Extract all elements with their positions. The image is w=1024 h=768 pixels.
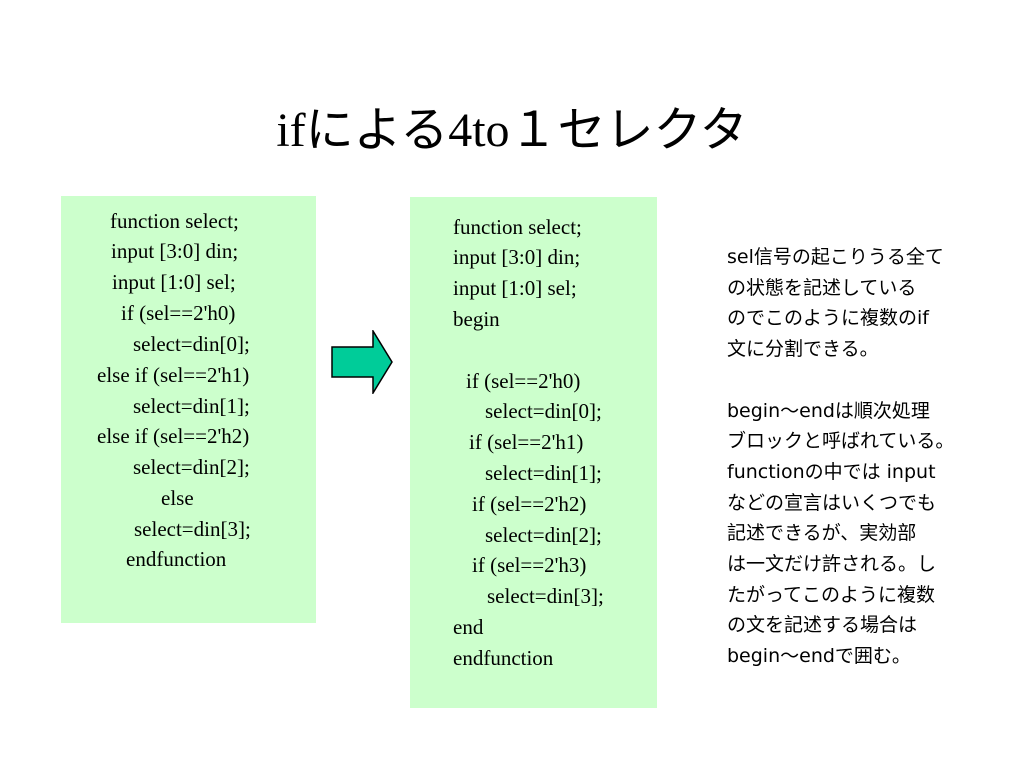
- code-line: select=din[2];: [485, 523, 602, 547]
- code-line: select=din[0];: [133, 332, 250, 356]
- code-line: end: [453, 615, 484, 639]
- code-line: input [3:0] din;: [111, 239, 239, 263]
- code-line: function select;: [110, 209, 239, 233]
- code-line: else: [161, 486, 194, 510]
- code-line: begin: [453, 307, 500, 331]
- code-line: if (sel==2'h0): [466, 369, 581, 393]
- code-line: select=din[1];: [485, 461, 602, 485]
- code-line: else if (sel==2'h1): [97, 363, 250, 387]
- code-line: input [1:0] sel;: [453, 276, 577, 300]
- explanation-text: sel信号の起こりうる全て の状態を記述している のでこのように複数のif 文に…: [727, 246, 955, 668]
- code-line: select=din[1];: [133, 394, 250, 418]
- code-line: select=din[3];: [134, 517, 251, 541]
- code-line: else if (sel==2'h2): [97, 424, 250, 448]
- code-line: select=din[0];: [485, 399, 602, 423]
- code-line: endfunction: [453, 646, 554, 670]
- code-line: select=din[3];: [487, 584, 604, 608]
- code-line: select=din[2];: [133, 455, 250, 479]
- code-line: if (sel==2'h2): [472, 492, 587, 516]
- code-line: if (sel==2'h3): [472, 553, 587, 577]
- code-line: function select;: [453, 215, 582, 239]
- code-line: if (sel==2'h1): [469, 430, 584, 454]
- code-box-if-else: [61, 196, 316, 623]
- code-line: if (sel==2'h0): [121, 301, 236, 325]
- code-box-if-begin-end: [410, 197, 657, 708]
- code-line: input [3:0] din;: [453, 245, 581, 269]
- code-line: endfunction: [126, 547, 227, 571]
- right-arrow-icon: [331, 330, 393, 394]
- slide-title: ifによる4to１セレクタ: [276, 104, 748, 157]
- code-line: input [1:0] sel;: [112, 270, 236, 294]
